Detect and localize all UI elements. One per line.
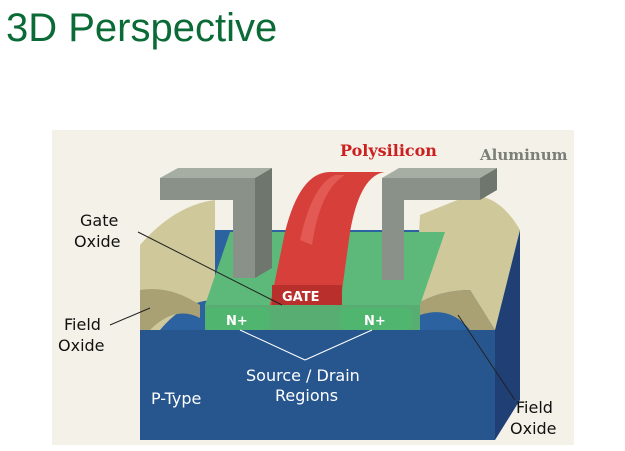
aluminum-right-top bbox=[382, 168, 497, 178]
source-drain-leader-left bbox=[239, 329, 306, 361]
field-oxide-left-leader bbox=[109, 307, 151, 326]
slide-title: 3D Perspective bbox=[6, 6, 278, 50]
gate-oxide-leader bbox=[137, 231, 283, 306]
p-type-label: P-Type bbox=[151, 389, 201, 408]
gate-label: GATE bbox=[282, 290, 319, 305]
aluminum-left-horizontal bbox=[160, 178, 255, 200]
n-plus-left-region bbox=[205, 308, 270, 330]
field-oxide-left-label-line2: Oxide bbox=[58, 336, 105, 355]
aluminum-left-side bbox=[255, 168, 272, 278]
gate-oxide-label-line2: Oxide bbox=[74, 232, 121, 251]
gate-oxide-label-line1: Gate bbox=[80, 211, 118, 230]
field-oxide-right bbox=[415, 195, 520, 330]
source-drain-label-line2: Regions bbox=[275, 386, 338, 405]
n-plus-left-label: N+ bbox=[226, 314, 248, 329]
field-oxide-right-label-line1: Field bbox=[516, 398, 553, 417]
polysilicon-label: Polysilicon bbox=[340, 141, 437, 160]
polysilicon-gate bbox=[270, 172, 385, 305]
aluminum-right-horizontal bbox=[382, 178, 480, 200]
n-plus-right-label: N+ bbox=[364, 314, 386, 329]
p-type-substrate bbox=[140, 330, 495, 440]
source-drain-leader-right bbox=[304, 329, 373, 361]
field-oxide-right-label-line2: Oxide bbox=[510, 419, 557, 438]
field-oxide-right-face bbox=[415, 290, 495, 330]
aluminum-label: Aluminum bbox=[479, 146, 568, 164]
polysilicon-highlight bbox=[300, 175, 345, 245]
gate-block bbox=[272, 285, 342, 305]
field-oxide-right-leader bbox=[457, 314, 516, 401]
aluminum-left-top bbox=[160, 168, 272, 178]
n-plus-right-region bbox=[340, 308, 412, 330]
source-drain-label-line1: Source / Drain bbox=[246, 366, 360, 385]
aluminum-left-vertical bbox=[233, 178, 255, 278]
field-oxide-left-label-line1: Field bbox=[64, 315, 101, 334]
aluminum-right-vertical bbox=[382, 178, 404, 280]
aluminum-right-side bbox=[480, 168, 497, 200]
field-oxide-left-face bbox=[140, 289, 200, 330]
